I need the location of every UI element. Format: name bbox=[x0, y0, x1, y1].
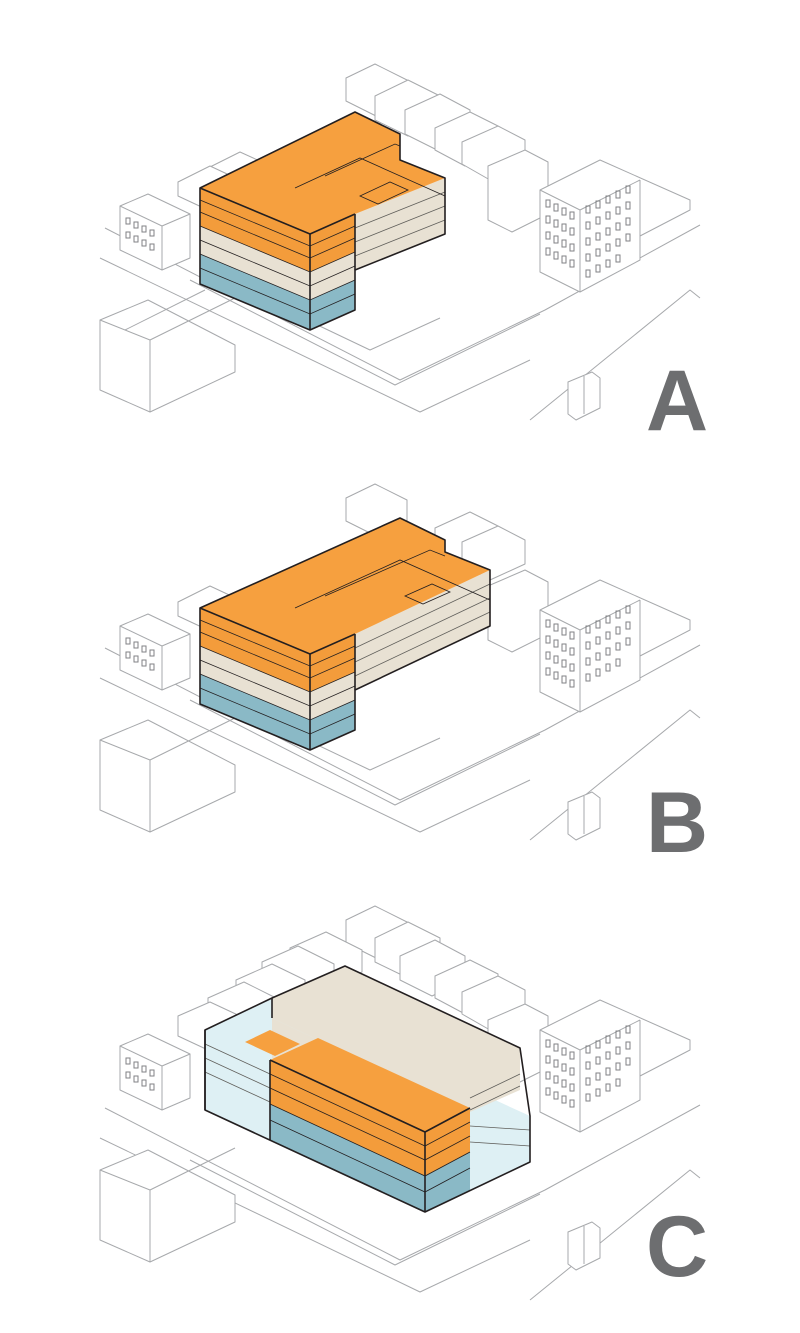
massing-diagram-c bbox=[99, 905, 701, 1301]
townhouses-left bbox=[119, 613, 191, 691]
massing-diagram-a bbox=[99, 63, 701, 421]
massing-diagram-b bbox=[99, 483, 701, 841]
townhouses-left bbox=[119, 193, 191, 271]
midrise-building bbox=[539, 999, 691, 1133]
option-label-b: B bbox=[646, 775, 709, 871]
proposed-massing-b bbox=[199, 517, 491, 751]
panel-b: B bbox=[0, 420, 800, 866]
panel-c: C bbox=[0, 880, 800, 1310]
proposed-massing-c bbox=[204, 965, 531, 1213]
townhouses-left bbox=[119, 1033, 191, 1111]
midrise-building bbox=[539, 579, 691, 713]
foreground-buildings bbox=[99, 1147, 601, 1271]
option-label-a: A bbox=[646, 353, 709, 449]
foreground-buildings bbox=[99, 717, 601, 841]
midrise-building bbox=[539, 159, 691, 293]
panel-a: A bbox=[0, 0, 800, 444]
proposed-massing-a bbox=[199, 111, 446, 331]
row-houses-back bbox=[177, 483, 549, 653]
option-label-c: C bbox=[646, 1199, 709, 1295]
foreground-buildings bbox=[99, 289, 601, 421]
